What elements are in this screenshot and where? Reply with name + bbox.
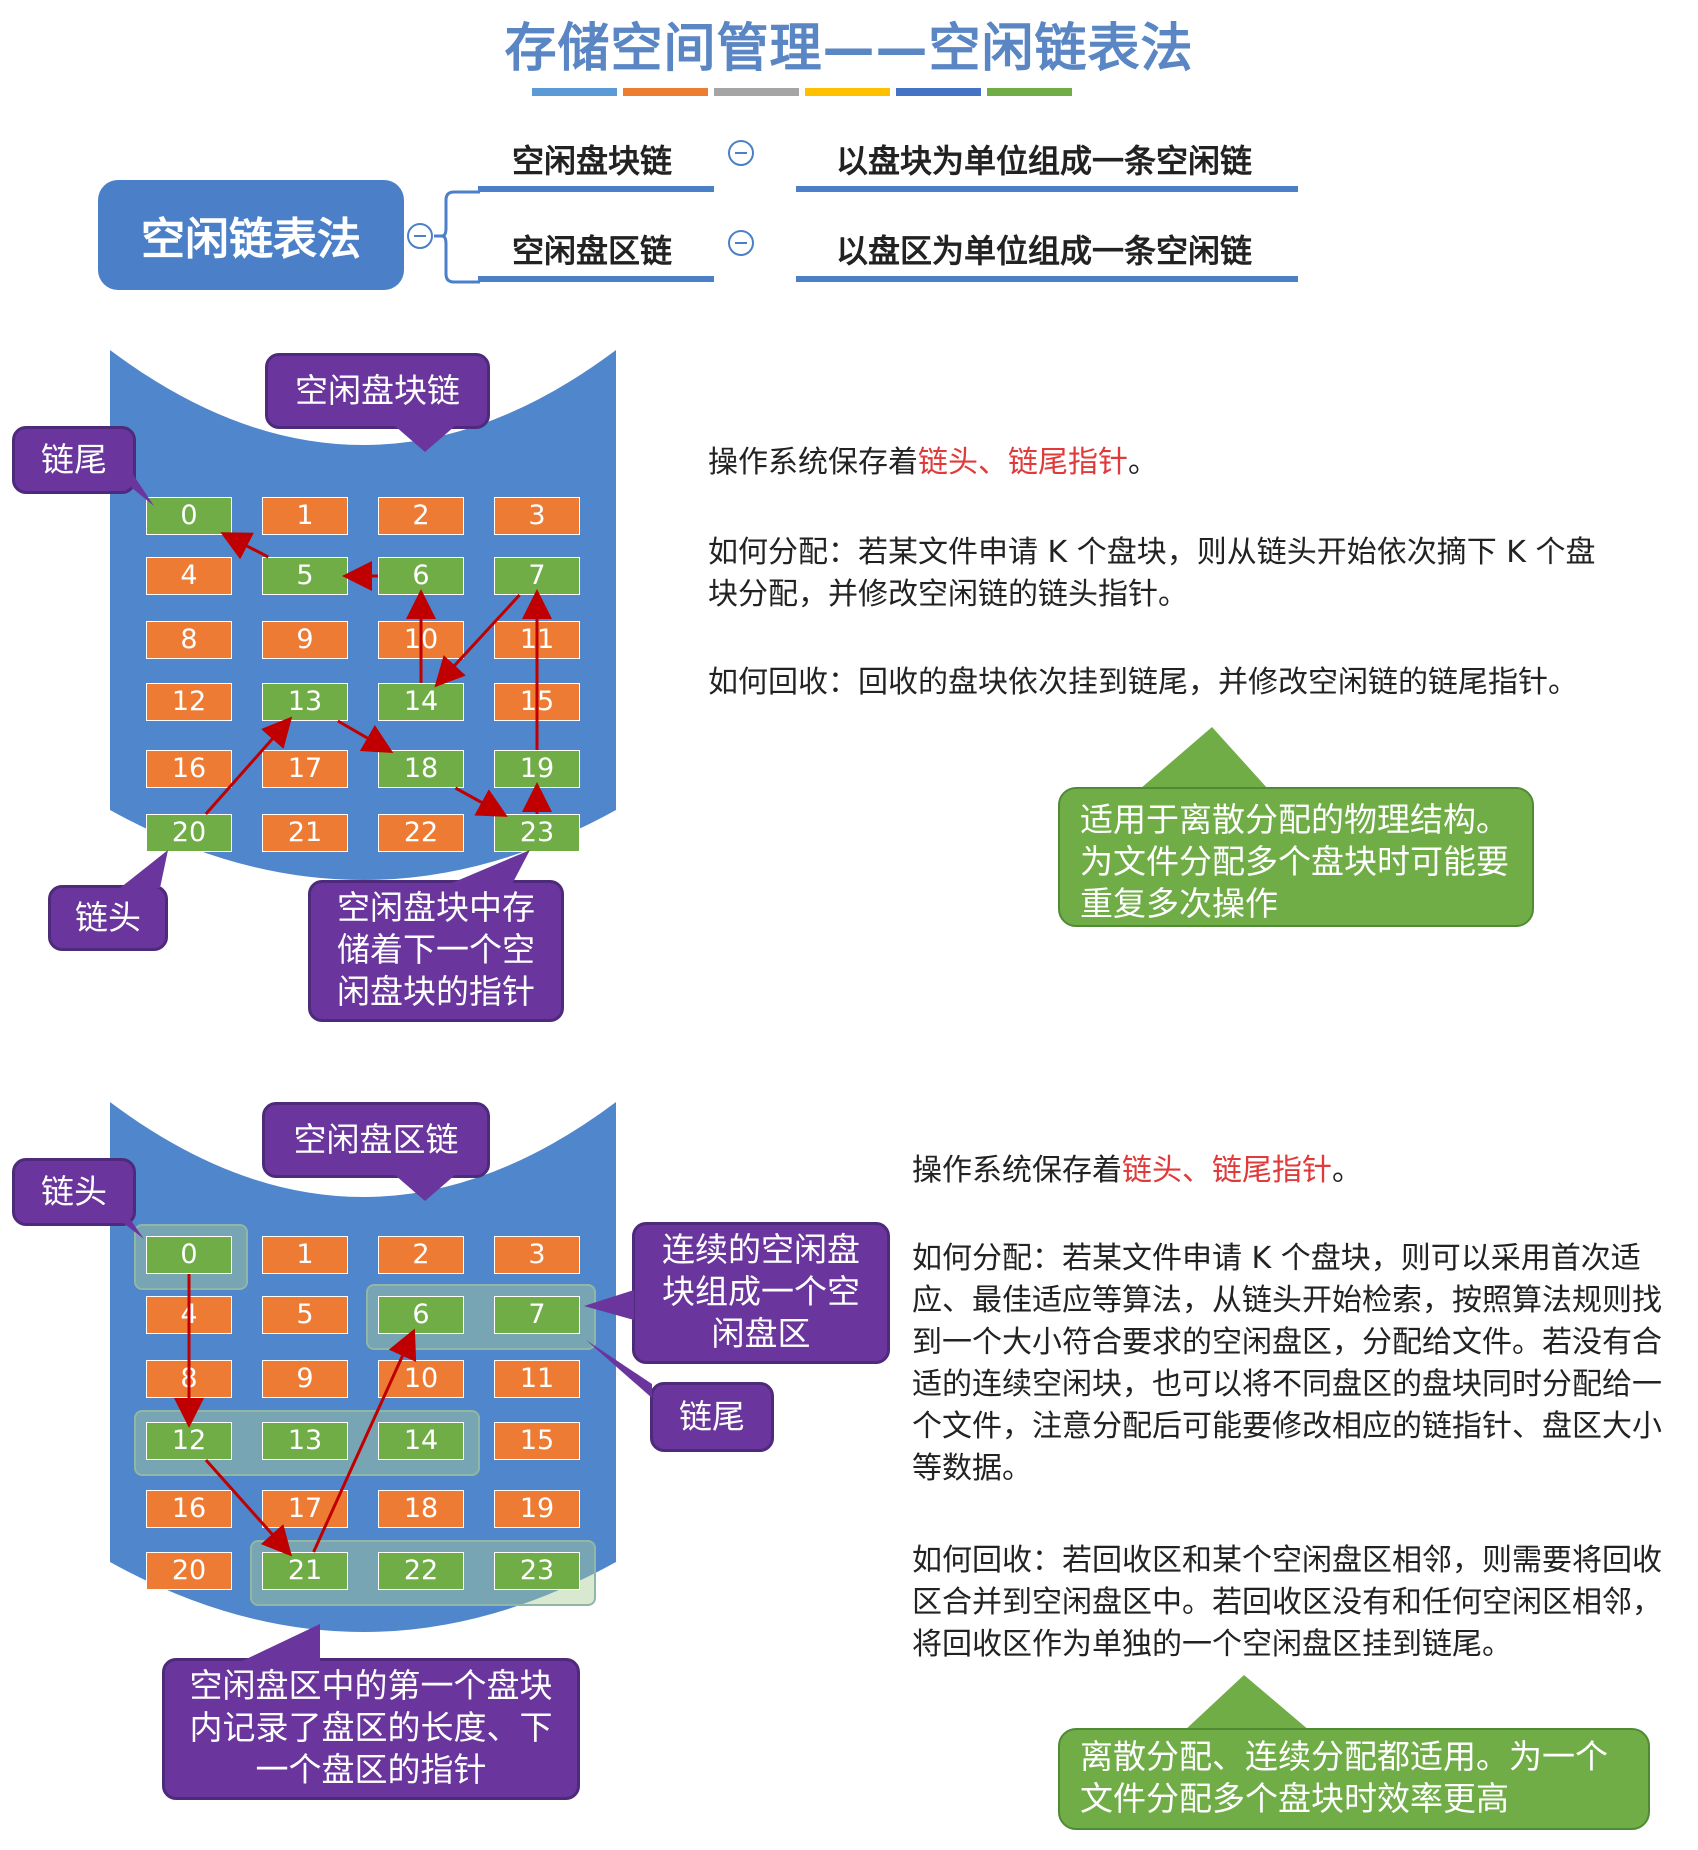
used-block-20: 20 <box>146 1552 232 1590</box>
note-pointer <box>1140 727 1268 789</box>
free-block-7: 7 <box>494 1296 580 1334</box>
pointer-note-callout: 空闲盘块中存储着下一个空闲盘块的指针 <box>308 880 564 1022</box>
desc-underline <box>796 186 1298 192</box>
free-block-23: 23 <box>494 1552 580 1590</box>
used-block-9: 9 <box>262 1360 348 1398</box>
free-block-6: 6 <box>378 1296 464 1334</box>
block-chain-text-recycle: 如何回收：回收的盘块依次挂到链尾，并修改空闲链的链尾指针。 <box>708 665 1578 700</box>
chain-arrow <box>337 719 394 754</box>
free-block-20: 20 <box>146 814 232 852</box>
used-block-3: 3 <box>494 1236 580 1274</box>
branch-underline <box>478 186 714 192</box>
region-chain-text-recycle: 如何回收：若回收区和某个空闲盘区相邻，则需要将回收区合并到空闲盘区中。若回收区没… <box>912 1543 1662 1662</box>
title-color-bar <box>896 88 981 96</box>
title-color-bar <box>532 88 617 96</box>
used-block-16: 16 <box>146 750 232 788</box>
used-block-2: 2 <box>378 497 464 535</box>
desc-underline <box>796 276 1298 282</box>
used-block-17: 17 <box>262 750 348 788</box>
free-block-5: 5 <box>262 557 348 595</box>
collapse-icon[interactable] <box>728 230 754 256</box>
used-block-18: 18 <box>378 1490 464 1528</box>
page-title: 存储空间管理——空闲链表法 <box>504 19 1194 79</box>
collapse-icon[interactable] <box>728 140 754 166</box>
region-chain-text-pointers: 操作系统保存着链头、链尾指针。 <box>912 1153 1362 1188</box>
free-block-0: 0 <box>146 1236 232 1274</box>
used-block-1: 1 <box>262 1236 348 1274</box>
region-chain-note: 离散分配、连续分配都适用。为一个文件分配多个盘块时效率更高 <box>1058 1728 1650 1830</box>
callout-pointer <box>100 1205 144 1239</box>
region-chain-title-callout: 空闲盘区链 <box>262 1102 490 1178</box>
used-block-15: 15 <box>494 1422 580 1460</box>
free-block-6: 6 <box>378 557 464 595</box>
tail-callout: 链尾 <box>12 426 136 494</box>
title-color-bar <box>987 88 1072 96</box>
free-block-19: 19 <box>494 750 580 788</box>
callout-pointer <box>395 1175 455 1201</box>
chain-arrow <box>454 786 508 817</box>
free-block-0: 0 <box>146 497 232 535</box>
chain-arrow <box>312 1328 417 1553</box>
free-block-23: 23 <box>494 814 580 852</box>
block-chain-title-callout: 空闲盘块链 <box>265 353 490 429</box>
free-block-14: 14 <box>378 1422 464 1460</box>
callout-pointer <box>586 1340 652 1398</box>
used-block-4: 4 <box>146 557 232 595</box>
note-pointer <box>1184 1675 1310 1731</box>
first-block-note-callout: 空闲盘区中的第一个盘块内记录了盘区的长度、下一个盘区的指针 <box>162 1658 580 1800</box>
free-block-22: 22 <box>378 1552 464 1590</box>
mindmap-desc-block-chain: 以盘块为单位组成一条空闲链 <box>836 142 1253 180</box>
disk-cylinder <box>110 350 616 880</box>
used-block-22: 22 <box>378 814 464 852</box>
free-block-14: 14 <box>378 683 464 721</box>
used-block-9: 9 <box>262 621 348 659</box>
callout-pointer <box>120 850 168 888</box>
block-chain-text-allocate: 如何分配：若某文件申请 K 个盘块，则从链头开始依次摘下 K 个盘块分配，并修改… <box>708 535 1596 612</box>
callout-pointer <box>240 1624 320 1662</box>
region-chain-text-allocate: 如何分配：若某文件申请 K 个盘块，则可以采用首次适应、最佳适应等算法，从链头开… <box>912 1241 1662 1486</box>
tail-callout: 链尾 <box>650 1382 774 1452</box>
used-block-16: 16 <box>146 1490 232 1528</box>
head-callout: 链头 <box>48 885 168 951</box>
free-block-12: 12 <box>146 1422 232 1460</box>
used-block-12: 12 <box>146 683 232 721</box>
block-chain-note: 适用于离散分配的物理结构。为文件分配多个盘块时可能要重复多次操作 <box>1058 787 1534 927</box>
used-block-19: 19 <box>494 1490 580 1528</box>
callout-pointer <box>584 1290 634 1320</box>
mindmap-branch-block-chain: 空闲盘块链 <box>512 142 673 180</box>
title-color-bar <box>714 88 799 96</box>
block-chain-text-pointers: 操作系统保存着链头、链尾指针。 <box>708 445 1158 480</box>
used-block-5: 5 <box>262 1296 348 1334</box>
mindmap-connector <box>434 190 480 284</box>
title-color-bar <box>623 88 708 96</box>
free-block-13: 13 <box>262 683 348 721</box>
callout-pointer <box>440 850 530 888</box>
used-block-8: 8 <box>146 621 232 659</box>
title-color-bar <box>805 88 890 96</box>
disk-cylinder <box>110 1102 616 1632</box>
chain-arrow <box>204 1459 293 1557</box>
mindmap-branch-region-chain: 空闲盘区链 <box>512 232 673 270</box>
chain-arrow <box>204 716 293 815</box>
used-block-2: 2 <box>378 1236 464 1274</box>
branch-underline <box>478 276 714 282</box>
region-note-callout: 连续的空闲盘块组成一个空闲盘区 <box>632 1222 890 1364</box>
collapse-icon[interactable] <box>407 223 433 249</box>
free-block-21: 21 <box>262 1552 348 1590</box>
chain-arrow <box>434 593 521 688</box>
free-block-13: 13 <box>262 1422 348 1460</box>
callout-pointer <box>395 426 455 452</box>
mindmap-root: 空闲链表法 <box>98 180 404 290</box>
free-block-18: 18 <box>378 750 464 788</box>
used-block-3: 3 <box>494 497 580 535</box>
callout-pointer <box>110 470 154 506</box>
used-block-1: 1 <box>262 497 348 535</box>
mindmap-desc-region-chain: 以盘区为单位组成一条空闲链 <box>836 232 1253 270</box>
used-block-11: 11 <box>494 1360 580 1398</box>
chain-arrow <box>220 532 269 560</box>
used-block-21: 21 <box>262 814 348 852</box>
